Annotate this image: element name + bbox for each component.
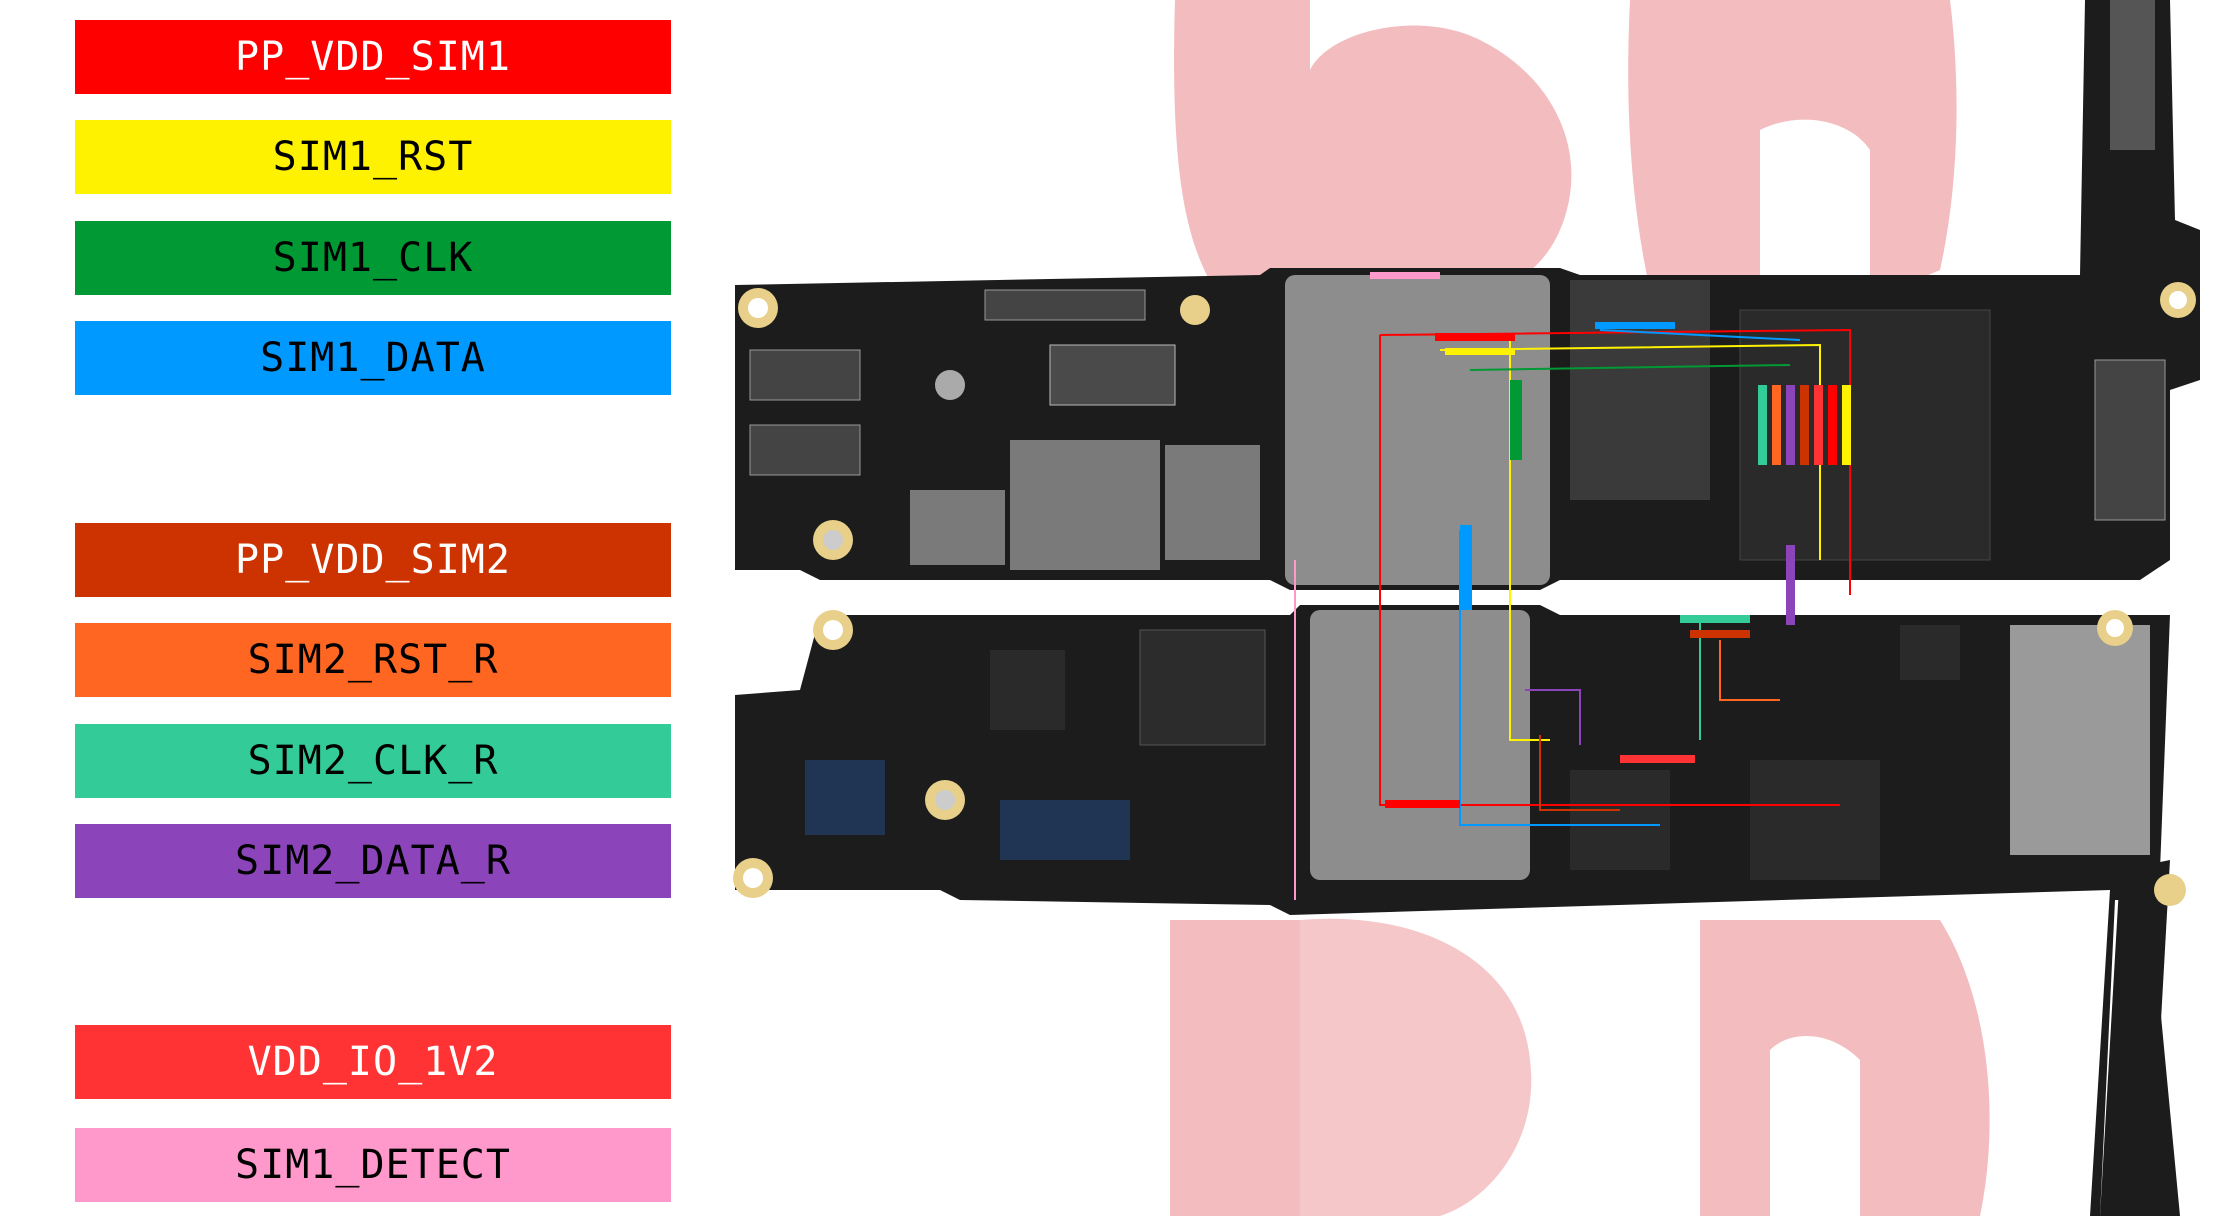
connector <box>749 349 861 401</box>
connector <box>2094 359 2166 521</box>
tag-sim1-clk <box>1510 380 1522 460</box>
legend-sim1-data: SIM1_DATA <box>75 321 671 395</box>
legend-label: SIM1_DATA <box>260 335 486 381</box>
tag-sim1-data <box>1595 322 1675 329</box>
legend-sim1-rst: SIM1_RST <box>75 120 671 194</box>
ic-chip <box>1570 770 1670 870</box>
tag-pp-vdd-sim1 <box>1435 333 1515 341</box>
legend-sim1-clk: SIM1_CLK <box>75 221 671 295</box>
legend-label: SIM2_RST_R <box>247 637 499 683</box>
legend-sim2-data-r: SIM2_DATA_R <box>75 824 671 898</box>
legend-sim2-rst-r: SIM2_RST_R <box>75 623 671 697</box>
legend-label: SIM1_CLK <box>272 235 474 281</box>
legend-label: SIM1_DETECT <box>235 1142 511 1188</box>
legend-label: SIM2_DATA_R <box>235 838 511 884</box>
watermark-logo <box>1170 0 1990 1216</box>
shield-can <box>1010 440 1160 570</box>
legend-sim2-clk-r: SIM2_CLK_R <box>75 724 671 798</box>
bottom-board <box>733 605 2186 1216</box>
ic-chip <box>1139 629 1266 746</box>
ic-chip <box>1750 760 1880 880</box>
legend-label: PP_VDD_SIM1 <box>235 34 511 80</box>
sim-traces <box>1294 328 1851 900</box>
flex-connector <box>2110 0 2155 150</box>
baseband-chip <box>1739 309 1991 561</box>
legend-label: SIM1_RST <box>272 134 474 180</box>
soc-shield <box>1310 610 1530 880</box>
connector <box>984 289 1146 321</box>
legend-label: PP_VDD_SIM2 <box>235 537 511 583</box>
ic-chip <box>990 650 1065 730</box>
bga-chip <box>1570 280 1710 500</box>
legend-pp-vdd-sim2: PP_VDD_SIM2 <box>75 523 671 597</box>
tag-sim1-rst <box>1445 348 1515 355</box>
legend-pp-vdd-sim1: PP_VDD_SIM1 <box>75 20 671 94</box>
connector <box>749 424 861 476</box>
connector <box>1049 344 1176 406</box>
ic-chip <box>1900 625 1960 680</box>
legend-label: VDD_IO_1V2 <box>247 1039 499 1085</box>
tag-sim1-detect <box>1370 272 1440 279</box>
shield-can <box>2010 625 2150 855</box>
shield-can <box>1165 445 1260 560</box>
legend-label: SIM2_CLK_R <box>247 738 499 784</box>
ic-chip <box>805 760 885 835</box>
legend-vdd-io-1v2: VDD_IO_1V2 <box>75 1025 671 1099</box>
shield-can <box>910 490 1005 565</box>
ic-chip <box>1000 800 1130 860</box>
net-tags <box>1370 272 1851 808</box>
legend-sim1-detect: SIM1_DETECT <box>75 1128 671 1202</box>
